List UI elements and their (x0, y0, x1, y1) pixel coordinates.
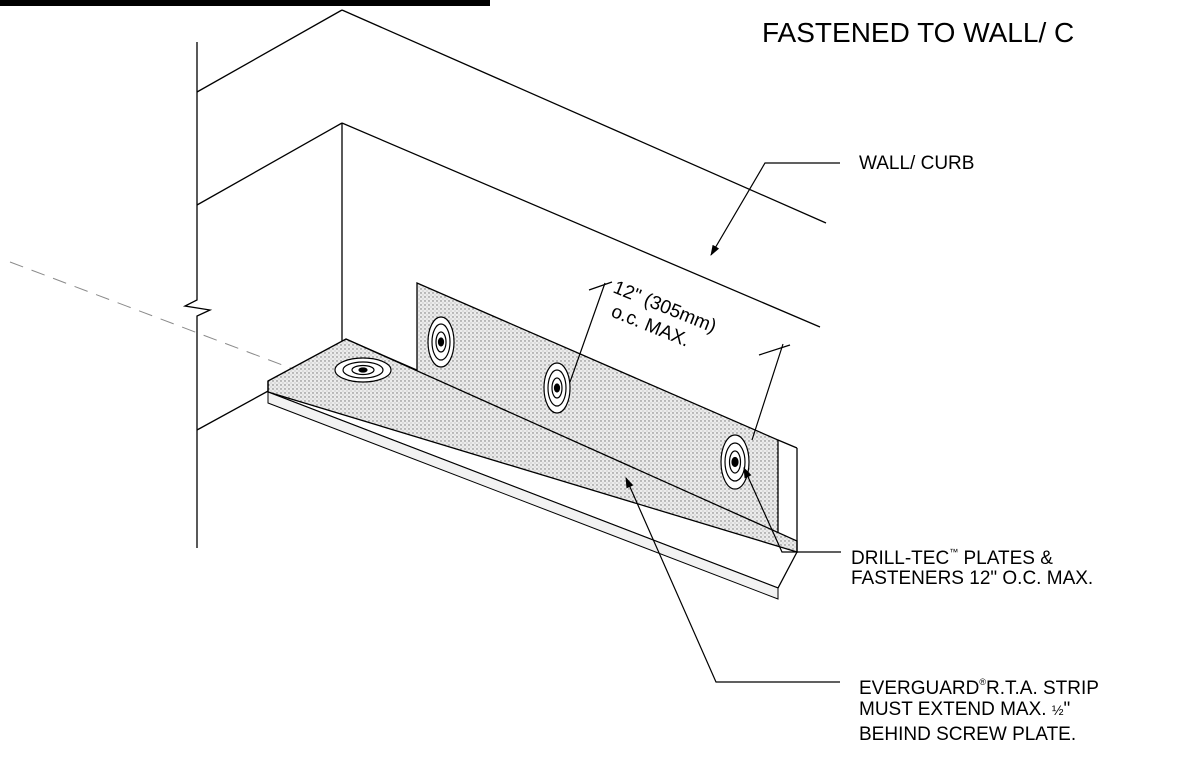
label-drill-tec-prefix: DRILL-TEC (851, 548, 950, 569)
registered-mark: ® (979, 677, 986, 687)
label-fraction: ½ (1051, 702, 1064, 718)
dimension-lines (569, 281, 791, 441)
label-fasteners: FASTENERS 12" O.C. MAX. (851, 568, 1094, 589)
label-must-extend-prefix: MUST EXTEND MAX. (859, 699, 1052, 720)
label-wall-curb: WALL/ CURB (859, 153, 975, 174)
label-drill-tec: DRILL-TEC™ PLATES & (851, 540, 1053, 571)
label-everguard-prefix: EVERGUARD (859, 678, 980, 699)
rta-strip (267, 282, 798, 600)
leader-lines (625, 162, 841, 683)
trademark-mark: ™ (949, 547, 959, 557)
label-everguard-suffix: R.T.A. STRIP (986, 678, 1099, 699)
screw-plate (427, 316, 455, 368)
label-drill-tec-suffix: PLATES & (958, 548, 1053, 569)
title-bar (0, 0, 490, 6)
drawing-title: FASTENED TO WALL/ C (762, 17, 1075, 48)
wall-outline (182, 9, 827, 548)
screw-plate (720, 434, 750, 490)
label-must-extend-suffix: " (1063, 699, 1071, 720)
label-must-extend: MUST EXTEND MAX. ½" (859, 698, 1070, 722)
screw-plate (543, 362, 571, 414)
label-everguard: EVERGUARD®R.T.A. STRIP (859, 670, 1099, 701)
screw-plate (334, 357, 392, 383)
label-behind-screw-plate: BEHIND SCREW PLATE. (859, 724, 1077, 745)
